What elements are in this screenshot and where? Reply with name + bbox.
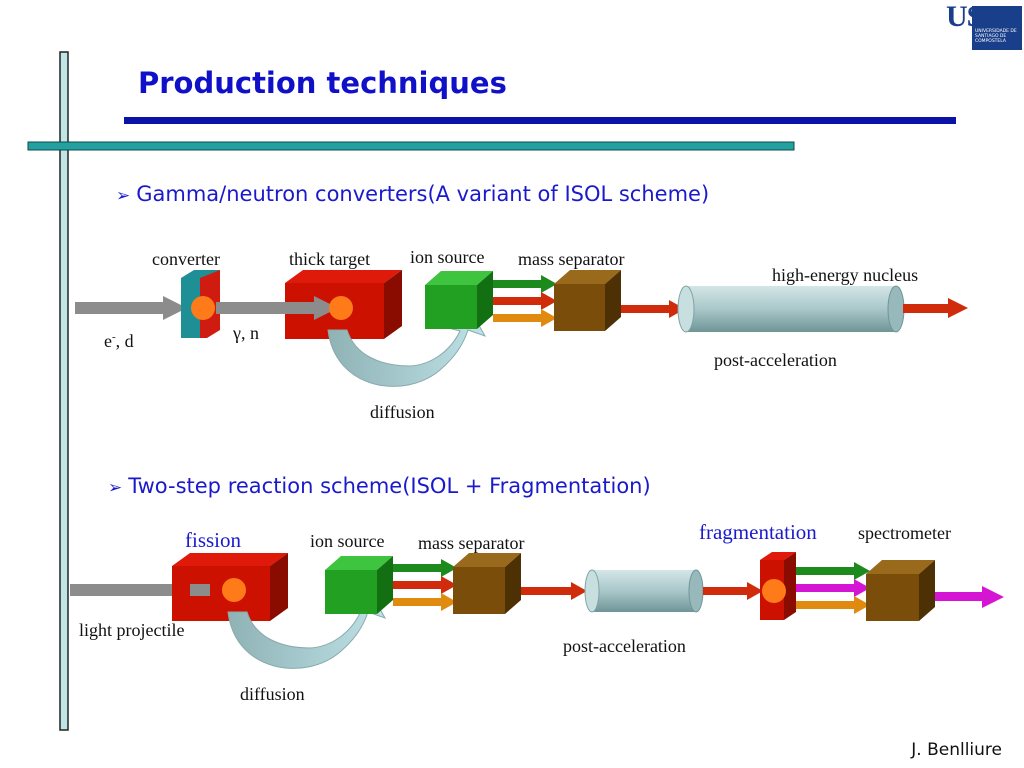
s2-target-spot — [222, 578, 246, 602]
s1-bullet-text: Gamma/neutron converters(A variant of IS… — [136, 182, 710, 206]
s1-target-spot — [329, 296, 353, 320]
s2-mass-separator — [453, 553, 521, 614]
s1-label-beam: e-, d — [104, 331, 134, 351]
usc-logo-text: USC — [946, 0, 1004, 33]
s1-label-converter: converter — [152, 249, 220, 269]
s1-output-arrow — [903, 298, 968, 318]
s1-incoming-beam — [75, 296, 187, 320]
s2-bullet: ➢Two-step reaction scheme(ISOL + Fragmen… — [108, 474, 651, 498]
teal-header-line — [27, 141, 795, 151]
s1-label-high-energy-nucleus: high-energy nucleus — [772, 265, 919, 285]
s2-output-arrow — [935, 586, 1004, 608]
s2-bullet-text: Two-step reaction scheme(ISOL + Fragment… — [128, 474, 651, 498]
s2-fission-target — [172, 553, 288, 621]
s2-arrow-to-accelerator — [521, 582, 587, 600]
s2-isotope-arrows — [393, 559, 457, 611]
left-vertical-bar — [59, 51, 69, 731]
s2-beam-overlay — [190, 584, 210, 596]
s2-label-spectrometer: spectrometer — [858, 523, 951, 543]
s1-label-diffusion: diffusion — [370, 402, 435, 422]
s1-bullet: ➢Gamma/neutron converters(A variant of I… — [116, 182, 709, 206]
s2-post-accelerator — [584, 569, 704, 613]
s2-label-ion-source: ion source — [310, 531, 385, 551]
s1-label-ion-source: ion source — [410, 247, 485, 267]
s2-fragment-arrows — [796, 562, 870, 614]
s2-arrow-to-fragmentation — [703, 582, 763, 600]
s2-label-fission: fission — [185, 528, 242, 552]
author-footer: J. Benlliure — [911, 740, 1002, 760]
s2-label-mass-separator: mass separator — [418, 533, 525, 553]
s2-label-diffusion: diffusion — [240, 684, 305, 704]
s1-isotope-arrows — [493, 275, 557, 327]
s1-ion-source — [425, 271, 493, 329]
s2-label-light-projectile: light projectile — [79, 620, 185, 640]
page-title: Production techniques — [138, 66, 507, 100]
s1-mass-separator — [554, 270, 621, 331]
s2-spectrometer — [866, 560, 935, 621]
s2-fragmentation-target — [760, 552, 796, 620]
navy-header-line — [124, 117, 956, 124]
s1-secondary-beam — [216, 296, 338, 320]
s2-label-fragmentation: fragmentation — [699, 520, 817, 544]
s1-label-gamma-n: γ, n — [233, 323, 259, 343]
s1-post-accelerator — [677, 285, 905, 333]
usc-logo — [972, 6, 1022, 50]
s1-arrow-to-accelerator — [621, 300, 685, 318]
usc-logo-subtext: UNIVERSIDADE DE SANTIAGO DE COMPOSTELA — [975, 29, 1017, 44]
s2-diffusion-arrow — [227, 587, 387, 669]
s1-label-thick-target: thick target — [289, 249, 371, 269]
bullet-arrow-icon: ➢ — [116, 186, 131, 206]
s2-label-post-acceleration: post-acceleration — [563, 636, 686, 656]
bullet-arrow-icon: ➢ — [108, 478, 123, 498]
s1-label-mass-separator: mass separator — [518, 249, 625, 269]
s2-ion-source — [325, 556, 393, 614]
s1-diffusion-arrow — [327, 305, 487, 387]
s1-converter — [181, 270, 220, 338]
s1-label-post-acceleration: post-acceleration — [714, 350, 837, 370]
